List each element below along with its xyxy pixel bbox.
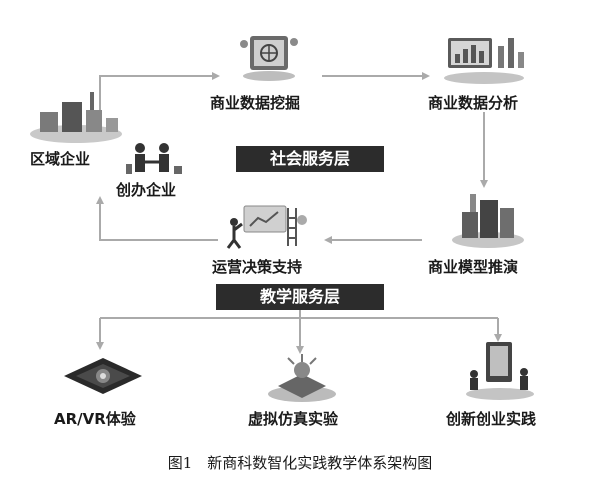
arrow-decision-to-enterprise (96, 196, 218, 241)
data-mining-icon (240, 36, 298, 81)
regional-enterprise-icon (30, 92, 122, 143)
model-deduction-icon (452, 194, 524, 248)
node-data-mining: 商业数据挖掘 (210, 94, 301, 112)
innovation-practice-icon (466, 342, 534, 400)
node-decision-support: 运营决策支持 (212, 258, 303, 276)
figure-caption: 图1 新商科数智化实践教学体系架构图 (167, 454, 433, 472)
node-startup-enterprise: 创办企业 (116, 181, 177, 199)
decision-support-icon (226, 205, 307, 249)
data-analysis-icon (444, 38, 524, 84)
arrow-enterprise-to-mining (99, 72, 220, 120)
virtual-sim-icon (268, 354, 336, 402)
layer-social-service: 社会服务层 (236, 146, 384, 172)
layer-teaching-service: 教学服务层 (216, 284, 384, 310)
node-model-deduction: 商业模型推演 (428, 258, 519, 276)
startup-enterprise-icon (126, 143, 182, 174)
node-virtual-sim: 虚拟仿真实验 (248, 410, 339, 428)
node-regional-enterprise: 区域企业 (30, 150, 91, 168)
node-data-analysis: 商业数据分析 (428, 94, 519, 112)
node-ar-vr: AR/VR体验 (54, 410, 136, 428)
node-innovation-practice: 创新创业实践 (446, 410, 537, 428)
ar-vr-icon (64, 358, 142, 394)
